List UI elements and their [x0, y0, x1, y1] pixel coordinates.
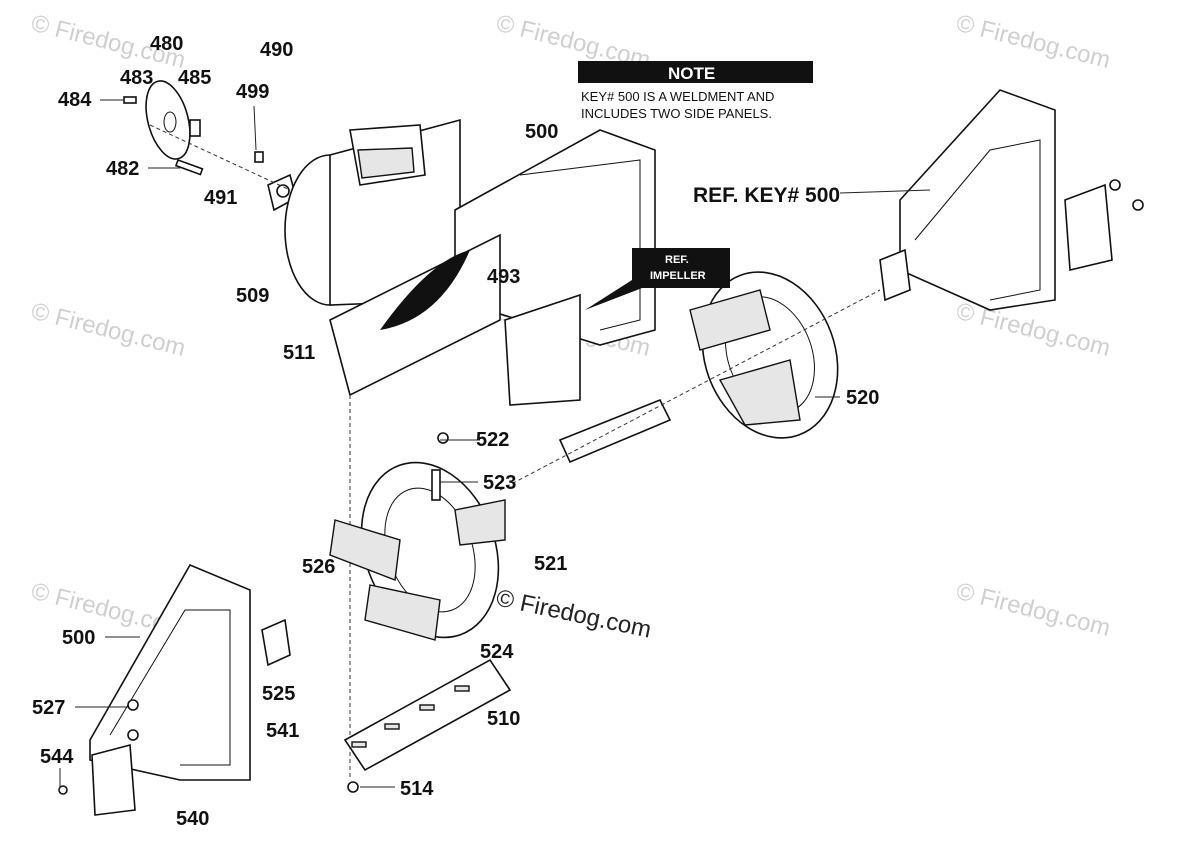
impeller-bracket	[504, 293, 581, 406]
side-panel-right	[899, 89, 1056, 311]
part-label: 485	[178, 67, 211, 89]
part-label: 527	[32, 697, 65, 719]
auger-left	[329, 432, 506, 641]
shear-pin	[431, 469, 441, 501]
note-title-bar	[578, 61, 813, 83]
nut	[58, 785, 68, 795]
bearing	[276, 184, 290, 198]
watermark: © Firedog.com	[29, 298, 189, 362]
part-label: 500	[525, 121, 558, 143]
panel-edge	[519, 159, 641, 331]
part-labels: 480 490 483 485 484 499 482 491 500 493 …	[32, 33, 879, 830]
callout-line: REF.	[665, 254, 689, 266]
auger-blade	[364, 584, 441, 641]
note-title: NOTE	[668, 64, 715, 83]
auger-blade	[454, 499, 506, 546]
part-label: 522	[476, 429, 509, 451]
plate-slot	[351, 741, 367, 748]
leader-lines	[59, 99, 931, 788]
panel-inner-edge	[109, 609, 231, 766]
auger-housing	[284, 118, 656, 780]
chute-opening	[357, 147, 415, 179]
part-label: 525	[262, 683, 295, 705]
panel-inner-edge	[914, 139, 1041, 301]
part-label: 491	[204, 187, 237, 209]
part-label: 483	[120, 67, 153, 89]
sprocket-hub	[163, 111, 177, 133]
bearing-flange-left	[261, 618, 291, 667]
key-pin	[174, 158, 204, 176]
part-label: 520	[846, 387, 879, 409]
part-label: 493	[487, 266, 520, 288]
part-label: 484	[58, 89, 92, 111]
auger-blade	[718, 359, 801, 426]
part-label: 511	[283, 342, 315, 364]
watermark: © Firedog.com	[954, 10, 1114, 74]
auger-blade	[329, 519, 401, 581]
sprocket	[145, 80, 191, 160]
plate-slot	[384, 723, 400, 730]
plate-slot	[454, 685, 470, 692]
bolt	[127, 699, 139, 711]
skid-shoe-right	[1064, 183, 1113, 271]
bushing	[189, 119, 201, 137]
callout-box	[585, 248, 730, 310]
side-panel-left	[89, 563, 251, 781]
part-label: 509	[236, 285, 269, 307]
watermark: © Firedog.com	[954, 298, 1114, 362]
note-box: NOTE KEY# 500 IS A WELDMENT AND INCLUDES…	[578, 61, 813, 121]
part-label: 499	[236, 81, 269, 103]
part-label: 521	[534, 553, 567, 575]
part-label: 526	[302, 556, 335, 578]
part-label: 524	[480, 641, 514, 663]
callout-line: IMPELLER	[650, 270, 706, 282]
part-label: 510	[487, 708, 520, 730]
note-line: KEY# 500 IS A WELDMENT AND	[581, 89, 774, 104]
auger-blade	[689, 289, 771, 351]
part-label: 480	[150, 33, 183, 55]
carriage-bolt	[347, 781, 359, 793]
part-label: 523	[483, 472, 516, 494]
nut	[1109, 179, 1121, 191]
part-label: 544	[40, 746, 74, 768]
part-label: 541	[266, 720, 299, 742]
plate-slot	[419, 704, 435, 711]
auger-shaft	[499, 289, 881, 491]
shaft	[558, 398, 672, 464]
shave-plate-body	[343, 658, 512, 772]
ref-impeller-callout: REF. IMPELLER	[585, 248, 730, 310]
part-label: 482	[106, 158, 139, 180]
note-line: INCLUDES TWO SIDE PANELS.	[581, 106, 772, 121]
copyright-text: © Firedog.com	[494, 584, 654, 643]
skid-shoe-left	[91, 743, 136, 816]
part-label: 514	[400, 778, 434, 800]
cotter-pin	[437, 432, 449, 444]
ref-key-label: REF. KEY# 500	[693, 184, 840, 207]
left-side-panel	[58, 563, 291, 816]
watermark: © Firedog.com	[954, 578, 1114, 642]
part-label: 490	[260, 39, 293, 61]
part-label: 540	[176, 808, 209, 830]
nut	[1132, 199, 1144, 211]
bolt	[254, 151, 264, 163]
housing-slot	[380, 250, 470, 330]
right-side-panel	[879, 89, 1144, 311]
shave-plate	[343, 658, 512, 793]
set-screw	[123, 96, 137, 104]
bolt	[127, 729, 139, 741]
part-label: 500	[62, 627, 95, 649]
bearing-flange-right	[879, 248, 911, 302]
auger-right	[689, 271, 839, 439]
